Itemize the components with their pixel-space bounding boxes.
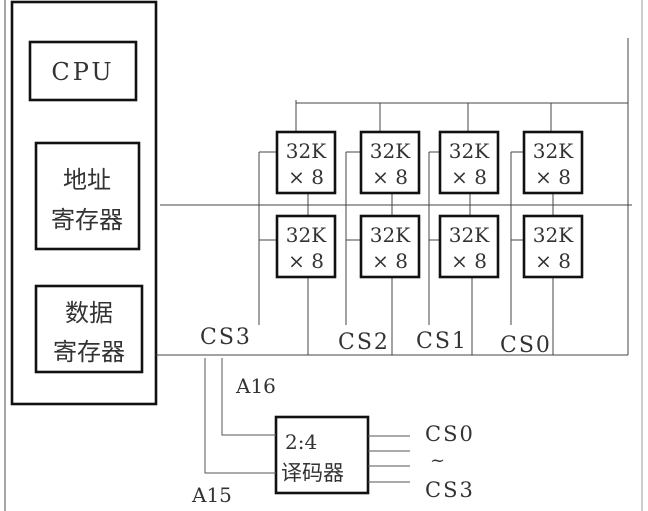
memory-chip-capacity: 32K (370, 223, 411, 247)
cpu-label: CPU (51, 58, 114, 86)
address-register-label-line2: 寄存器 (51, 206, 123, 234)
memory-chip-box (275, 130, 337, 195)
memory-chip-width: × 8 (451, 165, 487, 189)
a16-label: A16 (235, 374, 276, 398)
memory-chip-box (438, 130, 500, 195)
memory-chip-width: × 8 (372, 165, 408, 189)
memory-chip-box (359, 130, 421, 195)
memory-chip-r2c2: 32K× 8 (359, 214, 421, 279)
decoder-input-a16 (221, 358, 276, 436)
cs0-bus-label: CS0 (500, 333, 552, 358)
memory-chip-r1c3: 32K× 8 (438, 130, 500, 195)
memory-chip-box (359, 214, 421, 279)
cs1-bus-label: CS1 (416, 329, 468, 354)
cs3-bus-label: CS3 (200, 325, 252, 350)
memory-chip-capacity: 32K (286, 223, 327, 247)
memory-chip-r2c1: 32K× 8 (275, 214, 337, 279)
memory-chip-r1c2: 32K× 8 (359, 130, 421, 195)
decoder-input-a15 (204, 358, 276, 474)
data-register-label-line1: 数据 (65, 299, 113, 327)
memory-chip-r2c3: 32K× 8 (438, 214, 500, 279)
memory-chip-box (275, 214, 337, 279)
data-register-label-line2: 寄存器 (53, 338, 125, 366)
memory-chip-width: × 8 (288, 165, 324, 189)
memory-chip-width: × 8 (535, 249, 571, 273)
memory-chip-capacity: 32K (533, 223, 574, 247)
memory-chip-capacity: 32K (533, 139, 574, 163)
address-register-box (34, 141, 141, 251)
decoder-output-cs3-label: CS3 (425, 478, 475, 502)
decoder-output-cs0-label: CS0 (425, 422, 475, 446)
a15-label: A15 (191, 483, 232, 507)
cs2-bus-label: CS2 (338, 330, 390, 355)
memory-chip-capacity: 32K (370, 139, 411, 163)
memory-chip-width: × 8 (535, 165, 571, 189)
decoder-label-ratio: 2:4 (285, 430, 317, 454)
memory-chip-capacity: 32K (449, 139, 490, 163)
memory-chip-width: × 8 (372, 249, 408, 273)
decoder-output-ellipsis: ~ (430, 450, 445, 471)
memory-chip-width: × 8 (451, 249, 487, 273)
memory-chip-capacity: 32K (449, 223, 490, 247)
memory-chip-width: × 8 (288, 249, 324, 273)
memory-chip-box (522, 130, 584, 195)
decoder-label-name: 译码器 (281, 461, 344, 485)
memory-chip-r1c1: 32K× 8 (275, 130, 337, 195)
decoder-box (274, 415, 370, 495)
memory-chip-r2c4: 32K× 8 (522, 214, 584, 279)
memory-chip-box (522, 214, 584, 279)
cpu-box (28, 40, 138, 102)
address-register-label-line1: 地址 (63, 166, 111, 194)
memory-chip-capacity: 32K (286, 139, 327, 163)
memory-chip-box (438, 214, 500, 279)
memory-chip-r1c4: 32K× 8 (522, 130, 584, 195)
data-register-box (34, 284, 144, 374)
